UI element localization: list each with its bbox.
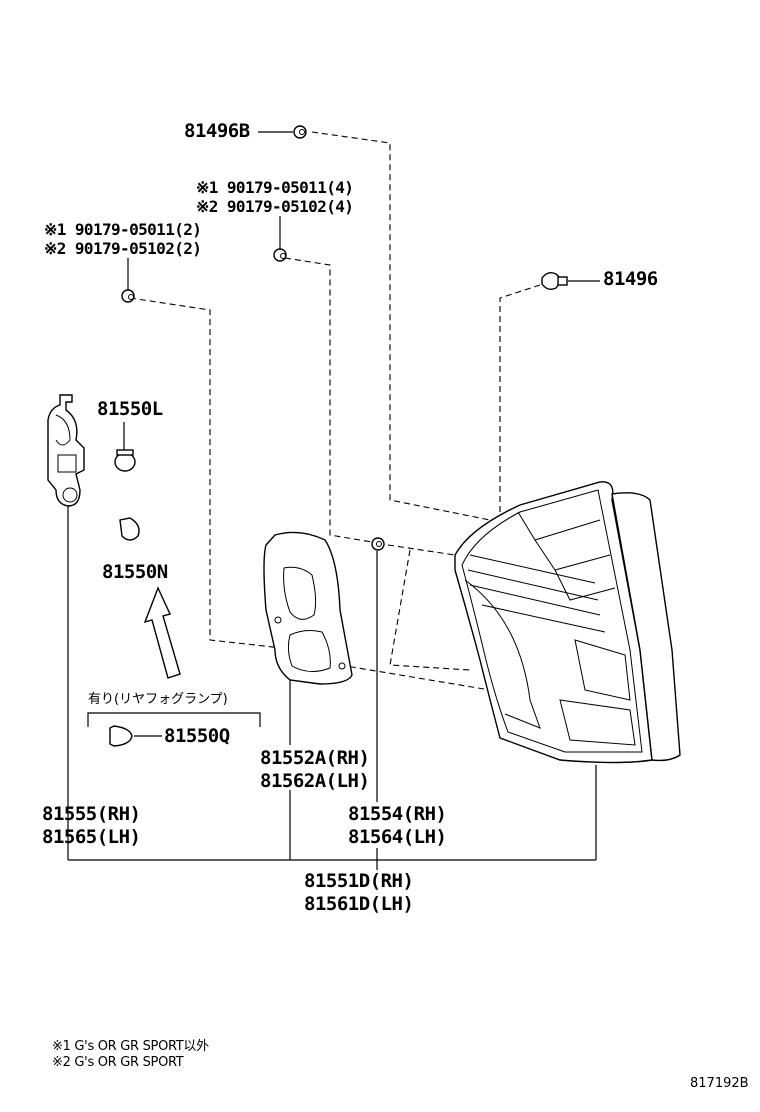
screw-mid-icon <box>371 537 385 551</box>
label-81561d-lh: 81561D(LH) <box>304 893 414 915</box>
label-81552a-rh: 81552A(RH) <box>260 747 370 769</box>
tail-lamp-81551d <box>454 481 681 764</box>
bulb-81550q-icon <box>109 725 133 747</box>
label-81550q: 81550Q <box>164 725 230 747</box>
label-81550l: 81550L <box>97 398 163 420</box>
gasket-81552a <box>263 531 353 685</box>
bulb-81550n-icon <box>119 517 140 541</box>
label-81564-lh: 81564(LH) <box>348 826 447 848</box>
screw-left-icon <box>121 289 135 303</box>
leader-lines <box>129 131 541 691</box>
clip-81496b-icon <box>293 125 307 139</box>
label-screw-top-2: ※2 90179-05102(4) <box>196 197 354 216</box>
label-screw-left-2: ※2 90179-05102(2) <box>44 239 202 258</box>
solid-leaders <box>67 131 600 870</box>
label-81554-rh: 81554(RH) <box>348 803 447 825</box>
label-81550n: 81550N <box>102 561 168 583</box>
label-81496b: 81496B <box>184 120 250 142</box>
label-81496: 81496 <box>603 268 658 290</box>
label-81555-rh: 81555(RH) <box>42 803 141 825</box>
bulb-81550l-icon <box>114 449 136 472</box>
socket-wire-81555-icon <box>47 394 85 507</box>
footnote-2: ※2 G's OR GR SPORT <box>52 1055 184 1070</box>
label-rear-fog-note: 有り(リヤフォグランプ) <box>88 692 228 707</box>
clip-81496-icon <box>541 271 568 291</box>
screw-top-icon <box>273 248 287 262</box>
footnote-1: ※1 G's OR GR SPORT以外 <box>52 1039 209 1054</box>
label-81562a-lh: 81562A(LH) <box>260 770 370 792</box>
drawing-code: 817192B <box>690 1076 749 1091</box>
label-81551d-rh: 81551D(RH) <box>304 870 414 892</box>
label-81565-lh: 81565(LH) <box>42 826 141 848</box>
label-screw-left-1: ※1 90179-05011(2) <box>44 220 202 239</box>
forward-arrow-icon <box>143 586 181 679</box>
label-screw-top-1: ※1 90179-05011(4) <box>196 178 354 197</box>
